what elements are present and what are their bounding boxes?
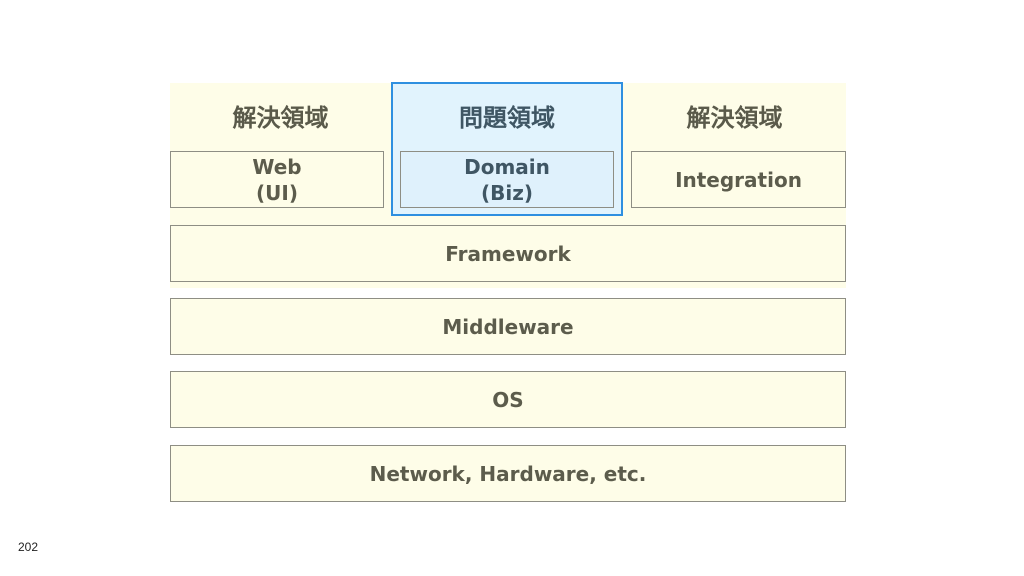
heading-solution-right: 解決領域 <box>686 104 783 132</box>
integration-box: Integration <box>631 151 846 208</box>
domain-biz-box: Domain (Biz) <box>400 151 614 208</box>
heading-solution-left: 解決領域 <box>232 104 329 132</box>
os-layer: OS <box>170 371 846 428</box>
page-number: 202 <box>18 540 39 554</box>
web-ui-box: Web (UI) <box>170 151 384 208</box>
framework-layer: Framework <box>170 225 846 282</box>
middleware-layer: Middleware <box>170 298 846 355</box>
heading-problem-center: 問題領域 <box>459 104 555 132</box>
network-hardware-layer: Network, Hardware, etc. <box>170 445 846 502</box>
